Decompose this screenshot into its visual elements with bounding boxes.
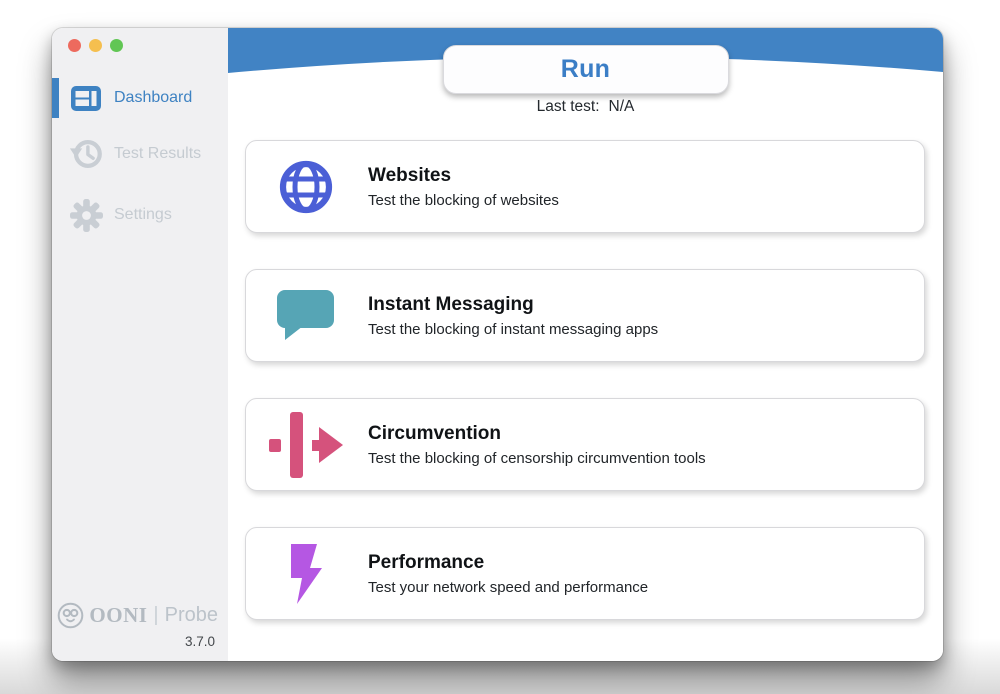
sidebar-item-label: Test Results bbox=[114, 145, 202, 162]
main-content: Run Last test: N/A Websites bbox=[228, 28, 943, 661]
minimize-button[interactable] bbox=[89, 39, 102, 52]
card-circumvention[interactable]: Circumvention Test the blocking of censo… bbox=[245, 398, 925, 491]
app-version: 3.7.0 bbox=[184, 634, 215, 649]
last-test-status: Last test: N/A bbox=[228, 98, 943, 118]
card-subtitle: Test your network speed and performance bbox=[368, 578, 649, 596]
card-subtitle: Test the blocking of instant messaging a… bbox=[368, 320, 659, 338]
card-websites[interactable]: Websites Test the blocking of websites bbox=[245, 140, 925, 233]
chat-icon bbox=[268, 290, 344, 341]
active-item-indicator bbox=[52, 78, 59, 118]
sidebar: Dashboard Test Results bbox=[52, 28, 229, 661]
close-button[interactable] bbox=[68, 39, 81, 52]
run-button[interactable]: Run bbox=[442, 45, 729, 94]
card-subtitle: Test the blocking of censorship circumve… bbox=[368, 449, 706, 467]
logo-brand-text: OONI bbox=[89, 603, 148, 627]
ooni-logo-icon bbox=[57, 602, 84, 629]
test-card-list: Websites Test the blocking of websites I… bbox=[245, 140, 925, 620]
ooni-probe-logo: OONI | Probe bbox=[57, 602, 218, 629]
logo-product-text: Probe bbox=[164, 604, 218, 626]
globe-icon bbox=[268, 160, 344, 214]
sidebar-item-test-results[interactable]: Test Results bbox=[52, 134, 228, 174]
sidebar-item-dashboard[interactable]: Dashboard bbox=[52, 78, 228, 118]
card-title: Circumvention bbox=[368, 422, 502, 444]
card-title: Instant Messaging bbox=[368, 293, 534, 315]
card-instant-messaging[interactable]: Instant Messaging Test the blocking of i… bbox=[245, 269, 925, 362]
app-window: Dashboard Test Results bbox=[52, 28, 943, 661]
dashboard-icon bbox=[68, 85, 104, 111]
last-test-label: Last test: bbox=[536, 98, 600, 115]
card-title: Performance bbox=[368, 551, 485, 573]
zoom-button[interactable] bbox=[110, 39, 123, 52]
last-test-value: N/A bbox=[608, 98, 635, 115]
logo-divider: | bbox=[153, 604, 159, 626]
window-controls bbox=[68, 39, 123, 52]
sidebar-item-settings[interactable]: Settings bbox=[52, 195, 228, 235]
gear-icon bbox=[68, 198, 104, 232]
sidebar-item-label: Dashboard bbox=[114, 89, 193, 106]
card-title: Websites bbox=[368, 164, 452, 186]
card-subtitle: Test the blocking of websites bbox=[368, 191, 559, 209]
history-icon bbox=[68, 137, 104, 171]
sidebar-item-label: Settings bbox=[114, 206, 172, 223]
circumvention-icon bbox=[268, 411, 344, 478]
bolt-icon bbox=[268, 543, 344, 605]
card-performance[interactable]: Performance Test your network speed and … bbox=[245, 527, 925, 620]
